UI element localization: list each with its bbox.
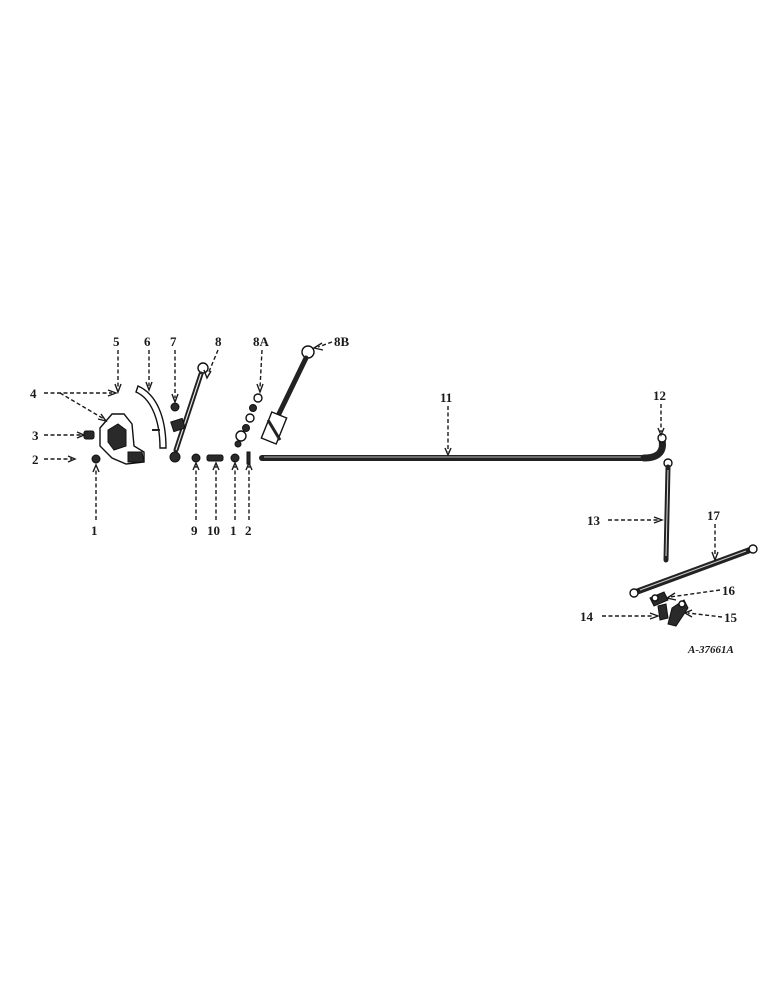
callout-8: 8 <box>215 334 222 349</box>
callout-6: 6 <box>144 334 151 349</box>
callout-9: 9 <box>191 523 198 538</box>
part-washer-9 <box>191 453 201 463</box>
part-rod-13 <box>663 458 673 563</box>
reference-number: A-37661A <box>687 644 734 656</box>
callout-12: 12 <box>653 388 666 403</box>
part-pin-2b <box>246 451 251 465</box>
callout-17: 17 <box>707 508 721 523</box>
callout-1: 1 <box>91 523 98 538</box>
callout-14: 14 <box>580 609 594 624</box>
callout-4: 4 <box>30 386 37 401</box>
callout-1-second: 1 <box>230 523 237 538</box>
part-lever-8 <box>169 362 209 463</box>
part-washer-1b <box>230 453 240 463</box>
callout-2-second: 2 <box>245 523 252 538</box>
part-rod-17 <box>629 544 758 598</box>
leader-lines <box>44 341 723 620</box>
callout-11: 11 <box>440 390 452 405</box>
callout-labels: 1 2 3 4 5 6 7 8 8A 8B 9 10 1 2 11 12 13 … <box>30 334 738 625</box>
callout-8a: 8A <box>253 334 270 349</box>
part-bracket <box>91 413 145 465</box>
part-pin-14 <box>657 603 669 621</box>
part-chain-8a <box>234 393 263 448</box>
part-sector <box>135 385 167 449</box>
part-spring-10 <box>206 454 224 462</box>
callout-7: 7 <box>170 334 177 349</box>
callout-8b: 8B <box>334 334 350 349</box>
callout-5: 5 <box>113 334 120 349</box>
part-yoke-15 <box>667 599 689 627</box>
callout-13: 13 <box>587 513 601 528</box>
callout-3: 3 <box>32 428 39 443</box>
part-clevis-16 <box>649 591 669 607</box>
part-elbow-12 <box>640 433 667 462</box>
part-rod-11 <box>259 455 651 461</box>
part-knob-7 <box>170 402 180 412</box>
callout-15: 15 <box>724 610 738 625</box>
callout-10: 10 <box>207 523 220 538</box>
callout-2: 2 <box>32 452 39 467</box>
part-lever-8b <box>260 345 315 445</box>
callout-16: 16 <box>722 583 736 598</box>
